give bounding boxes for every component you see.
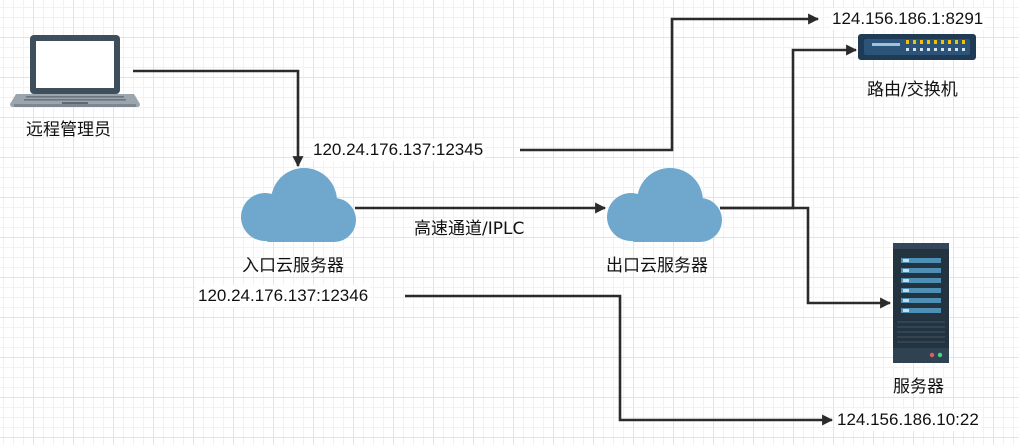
node-label-exit-server: 出口云服务器 xyxy=(606,256,708,276)
node-label-router: 路由/交换机 xyxy=(867,80,958,100)
laptop-icon xyxy=(10,35,140,107)
edge-exit-to-server xyxy=(720,206,892,309)
node-label-entry-server: 入口云服务器 xyxy=(242,256,344,276)
edge-label-tunnel: 高速通道/IPLC xyxy=(414,219,525,239)
edge-admin-to-entry xyxy=(133,69,304,168)
edge-entry-to-server xyxy=(405,294,834,426)
router-icon xyxy=(858,34,976,60)
edge-exit-to-router xyxy=(720,44,858,210)
cloud-icon xyxy=(241,168,356,242)
edge-entry-to-router xyxy=(520,13,820,152)
edge-label-entry-port-server: 120.24.176.137:12346 xyxy=(196,285,371,307)
cloud-icon xyxy=(607,168,722,242)
edge-label-entry-port-router: 120.24.176.137:12345 xyxy=(311,139,486,161)
node-label-server: 服务器 xyxy=(893,377,944,397)
server-rack-icon xyxy=(893,243,949,363)
node-label-admin: 远程管理员 xyxy=(26,120,111,140)
edge-label-server-target: 124.156.186.10:22 xyxy=(835,409,981,431)
edge-label-router-target: 124.156.186.1:8291 xyxy=(830,8,986,30)
